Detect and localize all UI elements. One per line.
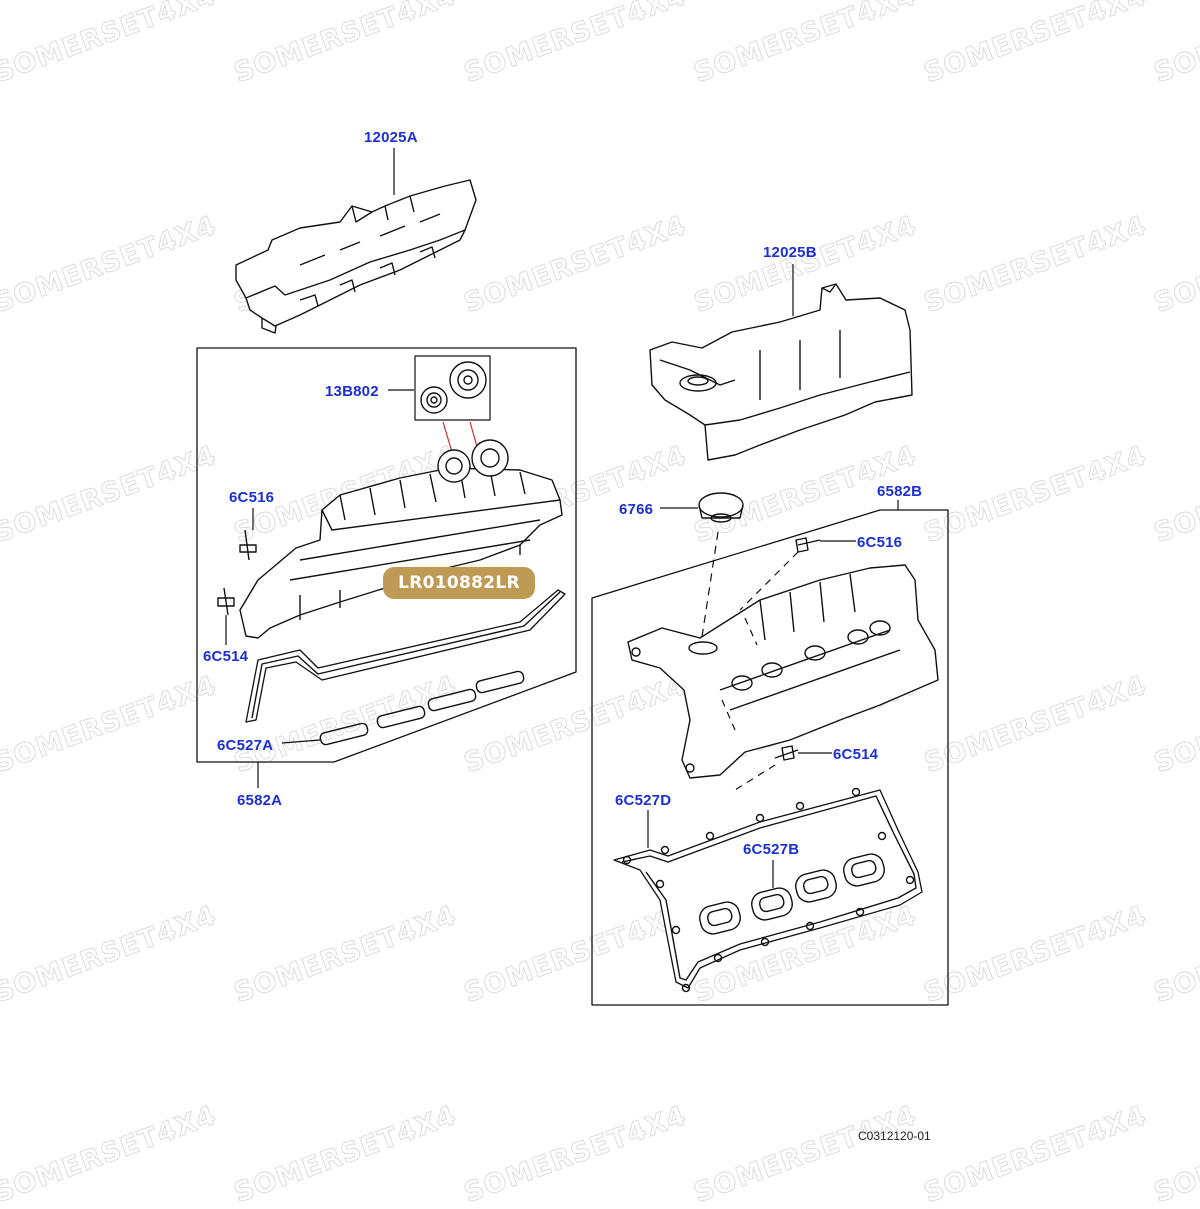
part-number-badge[interactable]: LR010882LR xyxy=(383,567,535,599)
bolt-6C514-left xyxy=(217,587,235,616)
engine-cover-right xyxy=(649,283,913,461)
callout-6C527D: 6C527D xyxy=(615,792,672,809)
callout-6C516-right: 6C516 xyxy=(857,534,903,551)
gasket-right xyxy=(613,787,923,993)
leader-6C527A xyxy=(281,739,321,744)
dash-6C516 xyxy=(739,551,799,611)
gasket-left xyxy=(245,589,566,746)
callout-13B802: 13B802 xyxy=(325,383,379,400)
callout-6C514-left: 6C514 xyxy=(203,648,249,665)
callout-6766: 6766 xyxy=(619,501,654,518)
callout-6C516-left: 6C516 xyxy=(229,489,275,506)
red-leaders xyxy=(442,421,479,453)
callout-6C514-right: 6C514 xyxy=(833,746,879,763)
callout-12025A: 12025A xyxy=(364,129,418,146)
dash-cap xyxy=(699,531,719,651)
valve-cover-left xyxy=(239,439,563,639)
callout-6582B: 6582B xyxy=(877,483,923,500)
frame-6582B xyxy=(591,509,949,1006)
dash-right xyxy=(721,617,758,731)
frame-6582A xyxy=(196,347,577,763)
bolt-6C516-left xyxy=(239,529,257,561)
callout-6C527A: 6C527A xyxy=(217,737,274,754)
oil-caps-inset xyxy=(414,355,491,421)
callout-12025B: 12025B xyxy=(763,244,817,261)
bolt-6C514-right xyxy=(774,745,799,761)
callout-6C527B: 6C527B xyxy=(743,841,800,858)
valve-cover-right xyxy=(627,564,939,779)
bolt-6C516-right xyxy=(795,537,821,553)
oil-filler-cap xyxy=(698,492,744,523)
dash-6C514 xyxy=(734,764,776,791)
callout-6582A: 6582A xyxy=(237,792,283,809)
engine-cover-left xyxy=(235,179,477,334)
diagram-reference: C0312120-01 xyxy=(858,1129,931,1143)
